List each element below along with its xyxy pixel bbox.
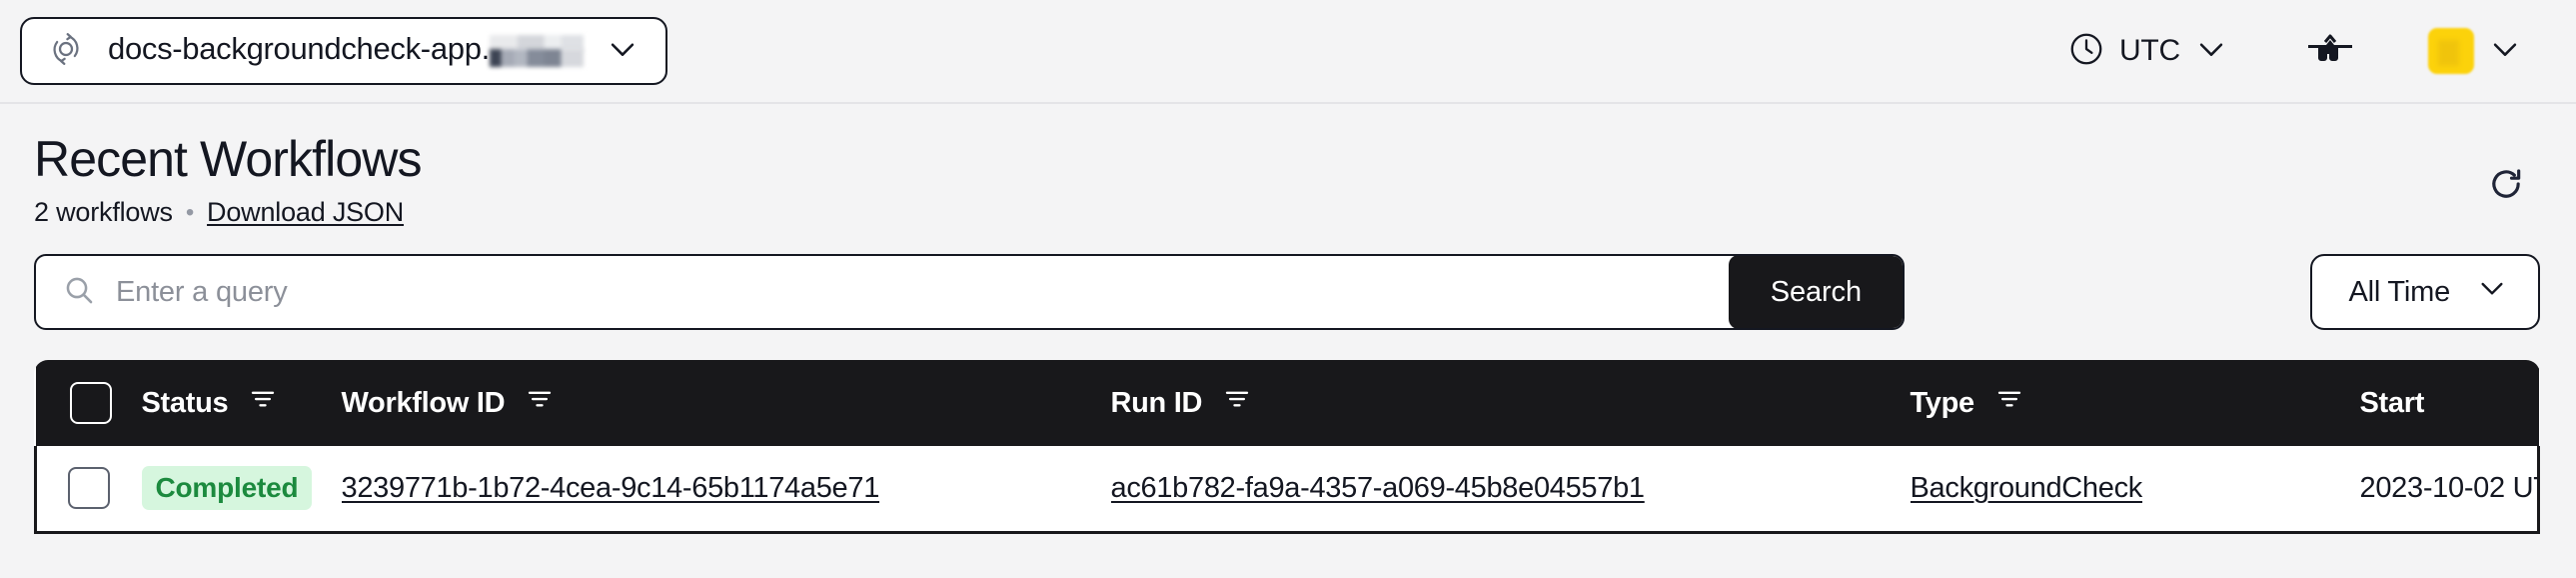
row-workflow-id-cell: 3239771b-1b72-4cea-9c14-65b1174a5e71 xyxy=(342,446,1111,532)
namespace-name: docs-backgroundcheck-app. xyxy=(108,31,490,67)
filter-icon[interactable] xyxy=(525,384,555,422)
th-workflow-id-label: Workflow ID xyxy=(341,386,506,419)
sunglasses-icon-button[interactable] xyxy=(2286,19,2374,84)
th-run-id-label: Run ID xyxy=(1110,386,1203,419)
page-header-text: Recent Workflows 2 workflows • Download … xyxy=(34,130,422,228)
chevron-down-icon xyxy=(2476,272,2508,312)
table-row[interactable]: Completed 3239771b-1b72-4cea-9c14-65b117… xyxy=(35,446,2539,532)
temporal-logo-icon xyxy=(46,29,86,74)
filter-icon[interactable] xyxy=(1994,384,2024,422)
clock-icon xyxy=(2067,30,2105,73)
workflows-table-container: Status Workflow ID xyxy=(34,360,2540,534)
top-nav-actions: UTC xyxy=(2049,16,2540,86)
refresh-icon xyxy=(2486,169,2526,207)
th-status-label: Status xyxy=(141,386,229,419)
avatar xyxy=(2428,28,2474,74)
workflows-table: Status Workflow ID xyxy=(34,360,2540,534)
search-icon xyxy=(62,273,96,312)
th-start-label: Start xyxy=(2359,386,2425,419)
user-menu[interactable] xyxy=(2410,16,2540,86)
row-status-cell: Completed xyxy=(141,446,342,532)
row-select-cell xyxy=(36,446,142,532)
chevron-down-icon xyxy=(606,32,640,71)
page-header: Recent Workflows 2 workflows • Download … xyxy=(34,104,2540,228)
search-row: Search All Time xyxy=(34,254,2540,330)
start-time: 2023-10-02 UTC xyxy=(2359,471,2539,504)
download-json-link[interactable]: Download JSON xyxy=(207,197,405,227)
page-title: Recent Workflows xyxy=(34,131,422,187)
th-workflow-id: Workflow ID xyxy=(342,360,1111,446)
chevron-down-icon xyxy=(2194,32,2228,71)
page-content: Recent Workflows 2 workflows • Download … xyxy=(0,104,2576,534)
select-all-checkbox[interactable] xyxy=(69,382,112,424)
table-body: Completed 3239771b-1b72-4cea-9c14-65b117… xyxy=(35,446,2539,532)
namespace-selector[interactable]: docs-backgroundcheck-app. xyxy=(20,17,667,85)
th-select-all xyxy=(36,360,142,446)
separator-dot: • xyxy=(185,198,195,226)
table-header-row: Status Workflow ID xyxy=(35,360,2539,446)
row-type-cell: BackgroundCheck xyxy=(1911,446,2360,532)
workflow-summary: 2 workflows • Download JSON xyxy=(34,197,422,228)
refresh-button[interactable] xyxy=(2478,156,2534,212)
chevron-down-icon xyxy=(2488,32,2522,71)
row-start-cell: 2023-10-02 UTC xyxy=(2360,446,2539,532)
search-box: Search xyxy=(34,254,1905,330)
namespace-redacted-suffix xyxy=(490,31,584,71)
th-type: Type xyxy=(1911,360,2360,446)
sunglasses-icon xyxy=(2304,31,2356,72)
status-badge: Completed xyxy=(141,466,313,511)
th-status: Status xyxy=(142,360,342,446)
search-button[interactable]: Search xyxy=(1728,256,1903,328)
th-type-label: Type xyxy=(1910,386,1975,419)
workflow-id-link[interactable]: 3239771b-1b72-4cea-9c14-65b1174a5e71 xyxy=(341,471,880,504)
filter-icon[interactable] xyxy=(1222,384,1252,422)
timezone-label: UTC xyxy=(2118,34,2180,67)
table-head: Status Workflow ID xyxy=(35,360,2539,446)
timezone-selector[interactable]: UTC xyxy=(2049,18,2246,85)
workflow-type-link[interactable]: BackgroundCheck xyxy=(1910,471,2143,504)
workflow-count: 2 workflows xyxy=(34,197,173,227)
search-input[interactable] xyxy=(116,275,1705,309)
th-run-id: Run ID xyxy=(1111,360,1911,446)
search-field xyxy=(36,256,1729,328)
row-run-id-cell: ac61b782-fa9a-4357-a069-45b8e04557b1 xyxy=(1111,446,1911,532)
top-navigation-bar: docs-backgroundcheck-app. UTC xyxy=(0,0,2576,104)
filter-icon[interactable] xyxy=(248,384,278,422)
namespace-label: docs-backgroundcheck-app. xyxy=(108,31,584,71)
th-start: Start xyxy=(2360,360,2539,446)
row-checkbox[interactable] xyxy=(68,467,110,510)
time-range-selector[interactable]: All Time xyxy=(2310,254,2540,330)
run-id-link[interactable]: ac61b782-fa9a-4357-a069-45b8e04557b1 xyxy=(1110,471,1646,504)
time-range-label: All Time xyxy=(2348,275,2450,308)
